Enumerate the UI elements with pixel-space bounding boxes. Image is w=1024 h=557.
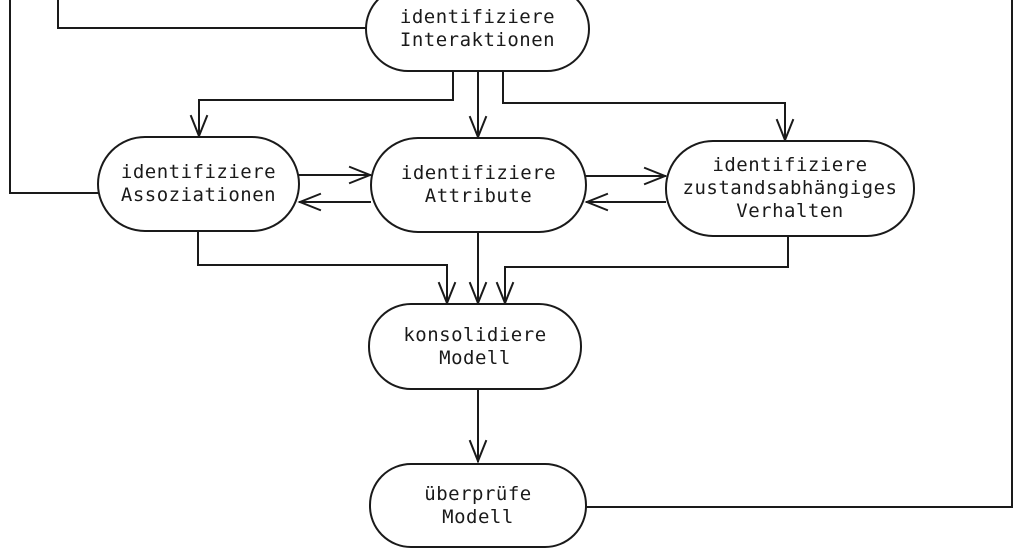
edge-verhalten-to-konsolidiere xyxy=(504,236,789,304)
node-ueberpruefe-modell: überprüfe Modell xyxy=(369,463,587,548)
arrowhead-down-ueberpruefe xyxy=(468,439,488,464)
node-identifiziere-interaktionen: identifiziere Interaktionen xyxy=(365,0,590,72)
node-identifiziere-attribute: identifiziere Attribute xyxy=(370,137,587,233)
edge-ueberpruefe-to-offscreen xyxy=(583,0,1013,508)
node-label-line: identifiziere xyxy=(400,162,557,184)
node-identifiziere-assoziationen: identifiziere Assoziationen xyxy=(97,136,300,232)
node-konsolidiere-modell: konsolidiere Modell xyxy=(368,303,582,390)
node-label-line: konsolidiere xyxy=(403,323,547,346)
edge-offscreen-to-interaktionen xyxy=(57,0,369,29)
node-label-line: identifiziere xyxy=(120,161,277,183)
node-label-line: zustandsabhängiges xyxy=(682,177,898,199)
arrowhead-left-attribute xyxy=(584,192,609,212)
node-label-line: Modell xyxy=(442,505,514,528)
edge-assoziationen-to-konsolidiere xyxy=(197,231,448,304)
edge-offscreen-to-assoziationen xyxy=(9,0,101,194)
node-label-line: identifiziere xyxy=(712,154,868,176)
node-label-line: Interaktionen xyxy=(399,29,556,51)
node-label-line: überprüfe xyxy=(424,482,532,505)
edge-interaktionen-to-assoziationen xyxy=(198,71,454,137)
arrowhead-left-assoziationen xyxy=(297,192,322,212)
node-label-line: Verhalten xyxy=(736,200,844,222)
node-label-line: Modell xyxy=(439,346,511,369)
arrowhead-right-verhalten xyxy=(643,166,668,186)
node-label-line: Attribute xyxy=(424,185,533,207)
edge-interaktionen-to-verhalten xyxy=(502,71,786,141)
node-label-line: Assoziationen xyxy=(120,184,277,206)
node-label-line: identifiziere xyxy=(399,6,556,28)
node-identifiziere-zustandsabhaengiges-verhalten: identifiziere zustandsabhängiges Verhalt… xyxy=(665,140,915,237)
